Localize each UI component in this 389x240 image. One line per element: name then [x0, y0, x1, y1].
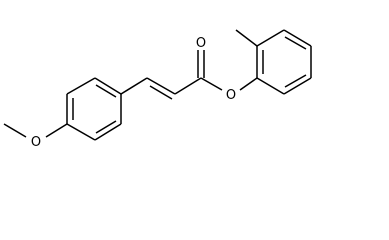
bond-c-o-single [200, 77, 223, 91]
ring1-bond [94, 77, 122, 95]
molecule-canvas: O O O [3, 29, 312, 150]
methoxyphenyl-ring [66, 77, 122, 141]
ester-oxygen-label: O [226, 88, 236, 103]
tolyl-ring [256, 29, 312, 95]
ring1-bond [94, 123, 122, 141]
ring1-double-bond [95, 120, 117, 134]
ring2-bond [283, 29, 312, 47]
bond-vinyl-double [149, 85, 173, 100]
ring2-bond [256, 77, 285, 95]
methoxy-group [3, 123, 68, 138]
bond-o-aryl [239, 77, 258, 91]
ring2-double-bond [284, 36, 307, 50]
ring1-bond [66, 77, 96, 95]
bond-o-ring [45, 123, 68, 138]
bond-vinyl-carbonyl [174, 77, 202, 95]
ester-linkage [200, 77, 258, 91]
structure-drawing: O O O [3, 29, 312, 150]
bond-ring-vinyl [120, 77, 148, 95]
ring2-bond [283, 77, 312, 95]
bond-methyl [235, 29, 258, 47]
ring2-bond [256, 29, 285, 47]
vinyl-linker [120, 77, 202, 100]
carbonyl-group [197, 50, 205, 78]
ring1-double-bond [95, 84, 117, 98]
methoxy-oxygen-label: O [31, 135, 41, 150]
bond-vinyl [146, 77, 176, 95]
ring1-bond [66, 123, 96, 141]
ring2-double-bond [284, 74, 307, 88]
carbonyl-oxygen-label: O [196, 36, 206, 51]
bond-methyl-o [3, 123, 27, 138]
